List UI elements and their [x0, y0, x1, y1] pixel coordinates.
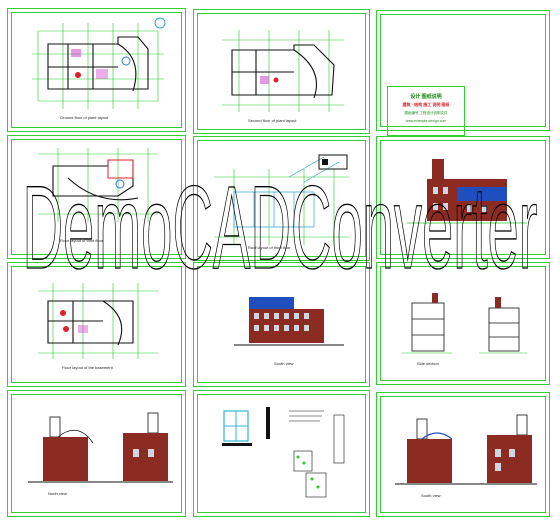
info-subtitle: 建筑 · 结构 施工 说明 图纸	[402, 102, 450, 107]
south-view-2-drawing	[395, 414, 537, 485]
second-floor-plan-drawing	[222, 30, 344, 112]
sheet-caption: Floor layout of the basement	[62, 365, 113, 370]
drawing-sheet-roof-plan[interactable]: Roof layout of third floor	[193, 136, 370, 261]
sheet-caption: North view	[48, 491, 67, 496]
sheet-inner-frame	[11, 12, 182, 128]
sheet-caption: Second floor of plant layout	[248, 118, 297, 123]
drawing-sheet-third-floor-plan[interactable]: Floor layout of third floor	[7, 135, 186, 259]
info-title: 设计 图纸说明	[410, 94, 442, 100]
sheet-inner-frame	[380, 266, 546, 381]
ground-floor-plan-drawing	[32, 17, 166, 109]
drawing-sheet-south-view-2[interactable]: South view	[376, 392, 550, 517]
north-view-drawing	[28, 412, 173, 483]
drawing-sheet-ground-floor-plan[interactable]: Ground floor of plant layout	[7, 8, 186, 132]
drawing-sheet-basement-plan[interactable]: Floor layout of the basement	[7, 262, 186, 387]
title-info-box: 设计 图纸说明 建筑 · 结构 施工 说明 图纸 图纸编号 工程设计说明文件 w…	[387, 86, 465, 136]
drawing-sheet-south-view[interactable]: South view	[193, 262, 370, 387]
sheet-caption: Side section	[417, 361, 439, 366]
sheet-inner-frame	[197, 140, 366, 257]
sheet-inner-frame	[197, 13, 366, 130]
sheet-inner-frame	[380, 14, 546, 127]
basement-plan-drawing	[38, 283, 158, 359]
sheet-inner-frame	[380, 396, 546, 513]
roof-plan-drawing	[214, 154, 349, 245]
building-elevation-drawing	[407, 159, 527, 224]
side-section-drawing	[402, 293, 527, 354]
sheet-caption: South view	[421, 493, 441, 498]
south-view-drawing	[234, 297, 344, 346]
info-website: www.example-design.com	[405, 119, 447, 123]
drawing-sheet-north-view[interactable]: North view	[7, 390, 186, 517]
sheet-inner-frame	[11, 266, 182, 383]
sheet-inner-frame	[11, 394, 182, 513]
sheet-caption: Roof layout of third floor	[248, 245, 291, 250]
drawing-sheet-title-block[interactable]: 设计 图纸说明 建筑 · 结构 施工 说明 图纸 图纸编号 工程设计说明文件 w…	[376, 10, 550, 136]
drawing-sheet-construction-details[interactable]	[193, 390, 370, 517]
construction-details-drawing	[222, 407, 345, 498]
sheet-inner-frame	[197, 266, 366, 383]
sheet-caption: Ground floor of plant layout	[60, 115, 109, 120]
sheet-caption: South view	[274, 361, 294, 366]
sheet-inner-frame	[197, 394, 366, 513]
sheet-inner-frame	[11, 139, 182, 255]
sheet-inner-frame	[380, 140, 546, 255]
sheet-caption: Floor layout of third floor	[60, 238, 104, 243]
drawing-sheet-elevation-3d[interactable]	[376, 136, 550, 259]
info-description: 图纸编号 工程设计说明文件	[404, 111, 448, 115]
drawing-sheet-side-section[interactable]: Side section	[376, 262, 550, 385]
third-floor-plan-drawing	[38, 148, 158, 222]
drawing-sheet-second-floor-plan[interactable]: Second floor of plant layout	[193, 9, 370, 134]
